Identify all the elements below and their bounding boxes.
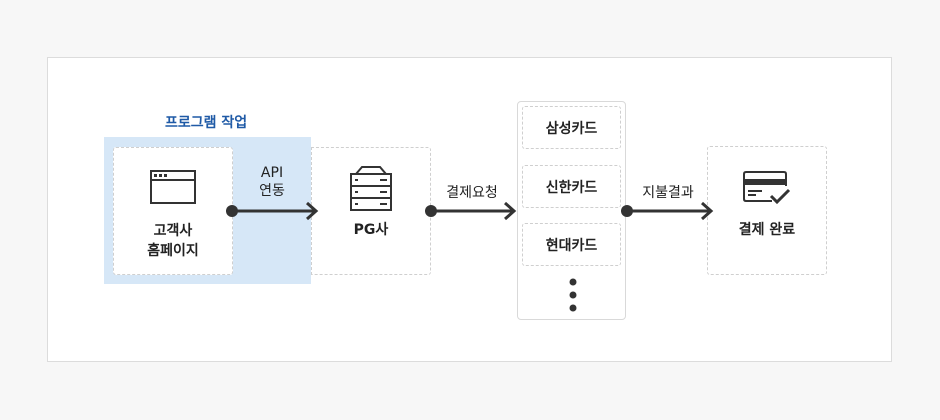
server-icon bbox=[348, 165, 394, 213]
card-item-shinhan: 신한카드 bbox=[522, 165, 621, 208]
edge-label-result: 지불결과 bbox=[642, 185, 694, 201]
payment-complete-label: 결제 완료 bbox=[738, 222, 796, 238]
credit-card-check-icon bbox=[742, 170, 792, 208]
browser-window-icon bbox=[150, 170, 196, 204]
payment-complete-node bbox=[707, 146, 827, 275]
homepage-label: 고객사 홈페이지 bbox=[147, 223, 199, 259]
vertical-ellipsis-icon bbox=[566, 276, 580, 316]
card-item-samsung: 삼성카드 bbox=[522, 106, 621, 149]
card-item-label: 신한카드 bbox=[545, 179, 598, 196]
edge-label-request: 결제요청 bbox=[446, 185, 498, 201]
pg-label: PG사 bbox=[353, 222, 389, 238]
edge-label-api: API 연동 bbox=[259, 165, 285, 199]
card-item-hyundai: 현대카드 bbox=[522, 223, 621, 266]
card-item-label: 현대카드 bbox=[545, 237, 598, 254]
program-work-label: 프로그램 작업 bbox=[165, 115, 248, 131]
card-item-label: 삼성카드 bbox=[545, 120, 598, 137]
homepage-node bbox=[113, 147, 233, 275]
